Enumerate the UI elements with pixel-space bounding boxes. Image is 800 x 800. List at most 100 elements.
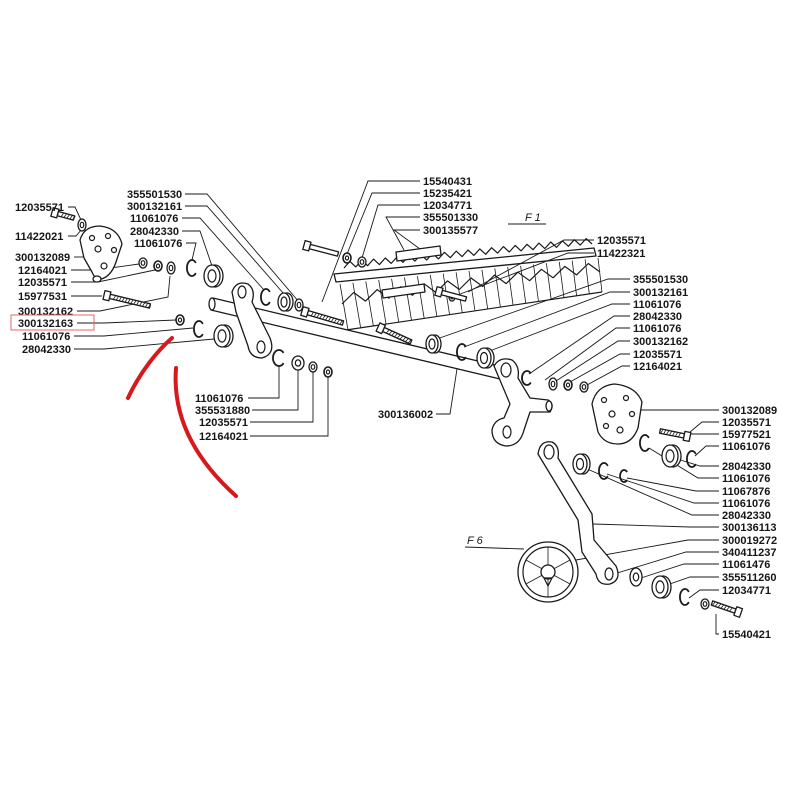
- part-number-label: 12164021: [633, 361, 682, 373]
- part-number-label: 12035571: [597, 235, 646, 247]
- snap-ring: [686, 450, 697, 468]
- knife-guard-finger: [429, 274, 438, 317]
- part-number-label: 300132089: [15, 252, 70, 264]
- part-number-label: 300135577: [423, 225, 478, 237]
- knife-clamp: [381, 283, 426, 299]
- washer: [579, 381, 589, 393]
- part-number-label: 11061076: [22, 331, 70, 343]
- bolt: [710, 600, 744, 618]
- knife-guard-finger: [378, 280, 387, 325]
- knife-teeth-upper: [343, 238, 593, 269]
- leader-line: [575, 539, 719, 561]
- washer: [291, 355, 305, 371]
- part-number-label: 300136002: [378, 409, 433, 421]
- snap-ring: [272, 349, 285, 367]
- part-number-label: 12035571: [722, 417, 771, 429]
- nut: [175, 314, 185, 326]
- screw: [50, 207, 76, 221]
- leader-line: [250, 372, 314, 423]
- snap-ring: [193, 320, 204, 338]
- leader-line: [528, 315, 630, 375]
- knife-guard-finger: [597, 257, 603, 293]
- leader-line: [463, 291, 630, 348]
- drive-wheel: [517, 541, 579, 603]
- part-number-label: 12035571: [199, 417, 248, 429]
- washer: [294, 298, 304, 312]
- bearing: [651, 575, 672, 599]
- part-number-label: 11061476: [722, 559, 770, 571]
- leader-line: [392, 229, 421, 250]
- bearing: [572, 453, 591, 475]
- figure-ref-knife: F 1: [525, 212, 541, 224]
- leader-line: [68, 206, 82, 221]
- bearing: [425, 334, 442, 354]
- nut: [153, 260, 163, 272]
- knife-section: [333, 238, 603, 331]
- leader-line: [185, 193, 300, 303]
- knife-guard-finger: [533, 264, 539, 302]
- leader-lines: [68, 180, 719, 635]
- part-number-label: 12034771: [722, 585, 771, 597]
- part-number-label: 12034771: [423, 200, 472, 212]
- washer: [138, 257, 148, 269]
- part-number-label: 355511260: [722, 572, 776, 584]
- leader-line: [486, 303, 630, 353]
- leader-line: [186, 242, 197, 261]
- leader-line: [346, 192, 420, 255]
- bearing: [476, 347, 495, 369]
- threaded-bolt: [300, 306, 345, 326]
- washer: [357, 256, 367, 268]
- knife-guard-finger: [558, 261, 565, 298]
- highlight-box: [10, 314, 95, 331]
- leader-line: [250, 377, 329, 437]
- leader-line: [544, 327, 630, 381]
- mounting-plate-left: [79, 225, 123, 283]
- part-number-label: 15540421: [722, 629, 771, 641]
- nut: [342, 252, 352, 264]
- part-number-label: 28042330: [722, 461, 771, 473]
- leader-line: [569, 353, 630, 383]
- leader-line: [555, 340, 630, 382]
- part-number-label: 11061076: [633, 299, 681, 311]
- part-number-label: 11061076: [130, 213, 178, 225]
- leader-line: [715, 614, 719, 635]
- leader-line: [436, 368, 458, 415]
- leader-line: [77, 319, 177, 324]
- leader-line: [248, 366, 280, 399]
- snap-ring: [598, 462, 609, 480]
- leader-line: [321, 180, 420, 303]
- part-number-label: 11061076: [722, 473, 770, 485]
- snap-ring: [456, 343, 467, 361]
- knife-lower-edge: [345, 291, 603, 331]
- washer: [548, 377, 558, 391]
- leader-line: [454, 252, 594, 297]
- part-number-label: 28042330: [722, 510, 771, 522]
- leader-line: [586, 365, 630, 386]
- leader-line: [385, 216, 420, 251]
- leader-line: [584, 467, 719, 516]
- snap-ring: [186, 259, 197, 277]
- bearing: [213, 324, 234, 348]
- leader-line: [182, 230, 213, 267]
- knife-guard-finger: [520, 265, 527, 304]
- knife-guard-finger: [494, 268, 501, 308]
- part-number-label: 300136113: [722, 522, 776, 534]
- leader-line: [467, 239, 594, 293]
- knife-guard-finger: [417, 276, 425, 319]
- part-number-label: 300132162: [18, 306, 73, 318]
- leader-line: [361, 204, 420, 259]
- washer: [166, 261, 176, 275]
- part-number-label: 15977531: [18, 291, 67, 303]
- leader-line: [68, 228, 83, 237]
- knife-guard-finger: [546, 263, 552, 300]
- bolt: [102, 289, 152, 309]
- leader-line: [606, 473, 719, 504]
- part-number-label: 28042330: [130, 226, 179, 238]
- part-number-label: 340411237: [722, 547, 776, 559]
- part-number-label: 11061076: [722, 441, 770, 453]
- part-number-labels: 1203557111422021300132089121640211203557…: [15, 176, 777, 641]
- knife-guard-finger: [391, 278, 400, 323]
- nut: [563, 379, 573, 391]
- part-number-label: 300132089: [722, 405, 777, 417]
